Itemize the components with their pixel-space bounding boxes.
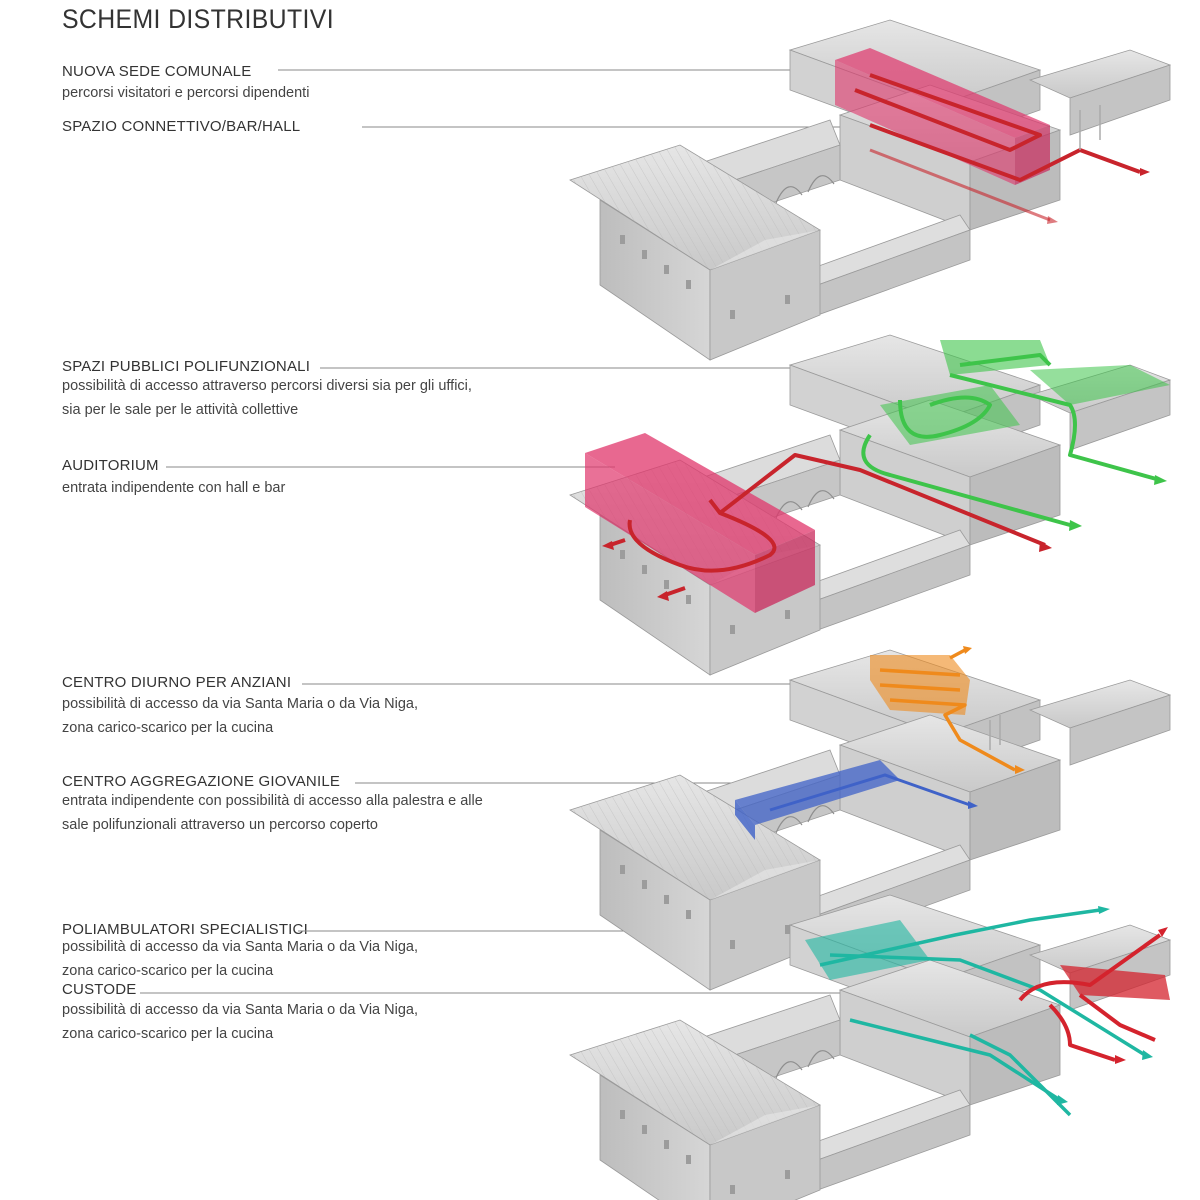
desc-spazi-pubblici-polifunzionali: possibilità di accesso attraverso percor… <box>62 378 472 418</box>
label-custode: CUSTODE <box>62 981 137 998</box>
desc-nuova-sede-comunale: percorsi visitatori e percorsi dipendent… <box>62 85 310 101</box>
desc-poliambulatori-specialistici: possibilità di accesso da via Santa Mari… <box>62 939 418 979</box>
scheme-2-building <box>569 334 1171 676</box>
desc-centro-aggregazione-giovanile: entrata indipendente con possibilità di … <box>62 793 483 833</box>
scheme-3-building <box>569 646 1171 991</box>
label-poliambulatori-specialistici: POLIAMBULATORI SPECIALISTICI <box>62 921 308 938</box>
label-spazi-pubblici-polifunzionali: SPAZI PUBBLICI POLIFUNZIONALI <box>62 358 311 375</box>
scheme-1-building <box>569 19 1171 361</box>
desc-centro-diurno-anziani: possibilità di accesso da via Santa Mari… <box>62 696 418 736</box>
desc-custode: possibilità di accesso da via Santa Mari… <box>62 1002 418 1042</box>
scheme-4-building <box>569 894 1171 1200</box>
desc-auditorium: entrata indipendente con hall e bar <box>62 480 286 496</box>
label-auditorium: AUDITORIUM <box>62 457 159 474</box>
label-spazio-connettivo: SPAZIO CONNETTIVO/BAR/HALL <box>62 118 301 135</box>
label-centro-aggregazione-giovanile: CENTRO AGGREGAZIONE GIOVANILE <box>62 773 341 790</box>
label-centro-diurno-anziani: CENTRO DIURNO PER ANZIANI <box>62 674 292 691</box>
label-nuova-sede-comunale: NUOVA SEDE COMUNALE <box>62 63 252 80</box>
page-title: SCHEMI DISTRIBUTIVI <box>62 4 334 34</box>
leader-lines <box>140 69 960 994</box>
